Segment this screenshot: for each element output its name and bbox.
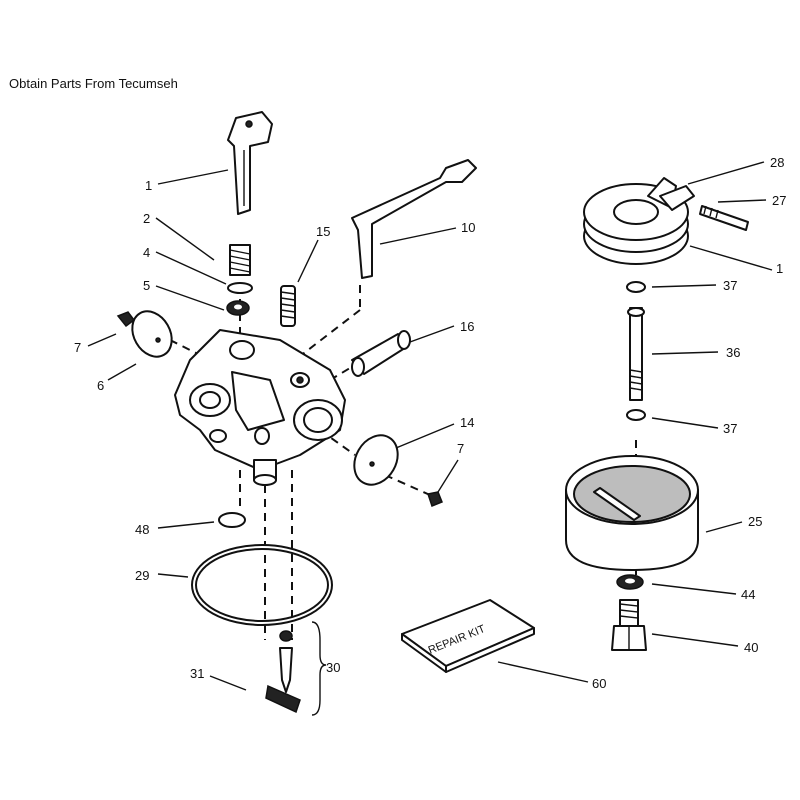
callout-10: 10	[461, 220, 475, 235]
callout-28: 28	[770, 155, 784, 170]
callouts: 1 2 4 5 7 6 15 10 16 14 7 48 29 31 30 60…	[74, 155, 786, 691]
callout-29: 29	[135, 568, 149, 583]
bowl-nut	[611, 599, 647, 651]
carburetor-body	[174, 329, 346, 486]
inlet-needle	[265, 630, 301, 714]
leader-lines	[87, 161, 773, 691]
callout-25: 25	[748, 514, 762, 529]
callout-14: 14	[460, 415, 474, 430]
diagram-header: Obtain Parts From Tecumseh	[9, 76, 178, 91]
idle-screw	[280, 285, 296, 327]
washer-part	[226, 300, 250, 316]
washer-37-top	[626, 281, 646, 293]
choke-plate	[353, 434, 399, 486]
callout-60: 60	[592, 676, 606, 691]
repair-kit-box: REPAIR KIT	[401, 599, 535, 673]
throttle-shaft	[227, 111, 273, 215]
callout-48: 48	[135, 522, 149, 537]
callout-40: 40	[744, 640, 758, 655]
callout-37-bottom: 37	[723, 421, 737, 436]
callout-7-left: 7	[74, 340, 81, 355]
throttle-plate	[131, 310, 173, 358]
bracket-30	[311, 621, 327, 716]
washer-48	[218, 512, 246, 528]
callout-37-top: 37	[723, 278, 737, 293]
callout-30: 30	[326, 660, 340, 675]
callout-15: 15	[316, 224, 330, 239]
washer-37-bottom	[626, 409, 646, 421]
callout-44: 44	[741, 587, 755, 602]
callout-1-right: 1	[776, 261, 783, 276]
callout-7-right: 7	[457, 441, 464, 456]
washer-44	[616, 574, 644, 590]
main-nozzle	[627, 307, 645, 401]
callout-5: 5	[143, 278, 150, 293]
callout-1: 1	[145, 178, 152, 193]
float-bowl	[565, 455, 699, 571]
callout-36: 36	[726, 345, 740, 360]
callout-6: 6	[97, 378, 104, 393]
callout-2: 2	[143, 211, 150, 226]
plate-screw-left	[116, 311, 136, 328]
seal-part	[227, 282, 253, 294]
bowl-gasket	[191, 544, 333, 626]
callout-27: 27	[772, 193, 786, 208]
choke-shaft	[351, 159, 477, 279]
callout-31: 31	[190, 666, 204, 681]
spring-part	[229, 244, 251, 276]
hinge-pin	[699, 205, 749, 231]
callout-4: 4	[143, 245, 150, 260]
assembly-lines	[169, 285, 637, 640]
plate-screw-right	[427, 491, 443, 507]
fuel-inlet	[351, 330, 411, 377]
callout-16: 16	[460, 319, 474, 334]
float-part	[583, 177, 695, 265]
